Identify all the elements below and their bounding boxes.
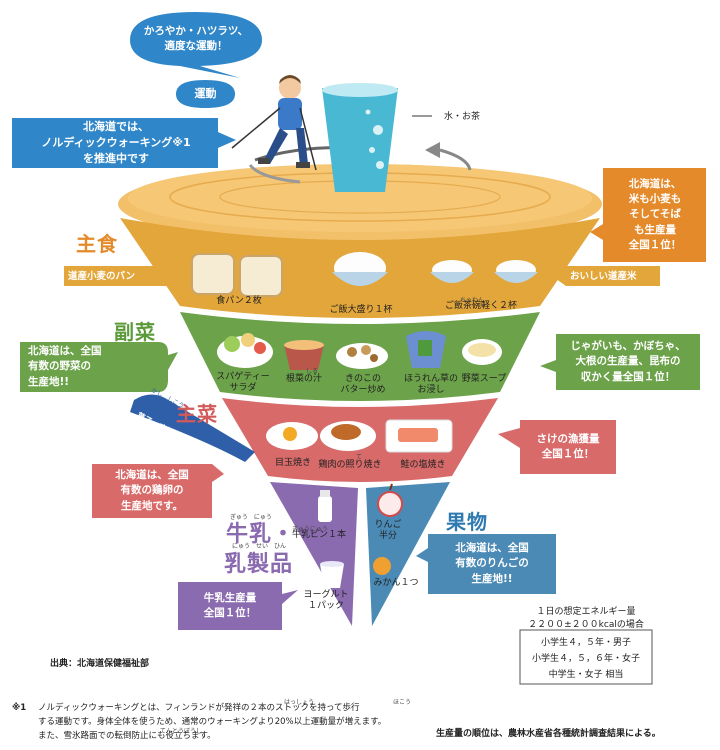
soup-ruby: しる [306, 368, 319, 375]
root-soup-label: 根菜の汁 [285, 374, 322, 384]
staple-title: 主食 [76, 232, 118, 256]
wheat-bread-tag [64, 266, 184, 286]
bubble [369, 147, 375, 153]
teriyaki-chicken-illustration [320, 421, 376, 451]
mushroom-label: きのこの バター炒め [340, 374, 386, 396]
vegetable-soup-illustration [462, 339, 502, 365]
fruit-callout-text: 北海道は、全国 有数のりんごの 生産地!! [455, 542, 529, 585]
staple-callout-text: 北海道は、 米も小麦も そしてそば も生産量 全国１位！ [628, 177, 682, 251]
hokkaido-rice-tag [552, 266, 660, 286]
fruit-section [366, 482, 450, 626]
energy-row-1: 小学生４，５年・男子 [540, 638, 631, 648]
footnote-line-2: する運動です。身体全体を使うため、通常のウォーキングより20%以上運動量が増えま… [38, 717, 387, 727]
top-disk-surface [128, 164, 592, 232]
milk-ruby: ぎゅうにゅう [292, 526, 328, 533]
dairy-title-2: 乳製品 [224, 552, 294, 577]
energy-line-2: ２２００±２００kcalの場合 [528, 620, 644, 630]
top-bubble-text: かろやか・ハツラツ、 適度な運動！ [143, 24, 249, 52]
side-left-callout-text: 北海道は、全国 有数の野菜の 生産地!! [28, 345, 102, 388]
salad-label: スパゲティー サラダ [216, 372, 270, 394]
rice-large-illustration [332, 252, 388, 286]
main-left-callout-text: 北海道は、全国 有数の鶏卵の 生産地です。 [115, 469, 189, 512]
rotation-arrow [439, 148, 472, 171]
yogurt-label: ヨーグルト １パック [303, 590, 349, 612]
root-soup-illustration [284, 340, 324, 370]
rotation-arrow-front [248, 163, 301, 184]
water-label: 水・お茶 [444, 112, 481, 122]
nordic-box [12, 118, 236, 168]
dairy-callout [178, 582, 298, 630]
salmon-label: 鮭の塩焼き [400, 460, 446, 470]
mandarin-label: みかん１つ [373, 578, 419, 588]
dairy-ruby-2: にゅう せい ひん [232, 543, 287, 550]
main-left-callout [92, 464, 224, 518]
arrow-head [425, 142, 440, 158]
mushroom-butter-illustration [336, 343, 388, 369]
teriyaki-label: 鶏肉の照り焼き [318, 460, 382, 470]
apple-label: りんご 半分 [374, 520, 402, 542]
footnote-line-3: また、雪氷路面での転倒防止にも役立ちます。 [38, 731, 216, 741]
teriyaki-ruby: て [356, 454, 363, 461]
side-right-callout-text: じゃがいも、かぼちゃ、 大根の生産量、昆布の 収かく量全国１位！ [570, 340, 686, 383]
dairy-callout-text: 牛乳生産量 全国１位！ [203, 591, 257, 619]
rice-two-bowls-illustration [430, 260, 538, 283]
rice-large-label: ご飯大盛り１杯 [329, 305, 393, 315]
side-title: 副菜 [114, 320, 156, 344]
fried-egg-illustration [266, 422, 318, 450]
yogurt-illustration [320, 561, 344, 588]
energy-row-3: 中学生・女子 相当 [548, 670, 624, 680]
footnote-line-1: ノルディックウォーキングとは、フィンランドが発祥の２本のストックを持って歩行 [38, 703, 360, 713]
energy-box [519, 629, 653, 685]
source-note: 出典：北海道保健福祉部 [50, 659, 150, 669]
mandarin-illustration [373, 557, 391, 575]
bubble [365, 109, 371, 115]
exercise-bubble [176, 80, 235, 108]
wheat-bread-tag-text: 道産小麦のパン [68, 271, 135, 282]
side-left-callout [20, 342, 178, 392]
footnote-ruby-1: はっしょう [284, 699, 315, 706]
hokkaido-rice-tag-text: おいしい道産米 [570, 271, 637, 282]
energy-row-2: 小学生４，５，６年・女子 [531, 654, 640, 664]
production-note: 生産量の順位は、農林水産省各種統計調査結果による。 [436, 729, 661, 739]
footnote-mark: ※1 [12, 703, 27, 713]
dairy-title-1: 牛乳・ [226, 522, 296, 547]
bubble [373, 125, 383, 135]
salad-illustration [217, 333, 273, 368]
grilled-salmon-illustration [385, 419, 453, 453]
fruit-callout [416, 534, 556, 594]
fried-egg-label: 目玉焼き [274, 458, 311, 468]
dairy-ruby-1: ぎゅう にゅう [230, 514, 272, 521]
footnote-ruby-3: てんとうぼうし [160, 728, 203, 735]
glass-rim [322, 83, 398, 97]
apple-illustration [377, 483, 403, 517]
rice-bowls-label: ご飯茶碗軽く２杯 [444, 301, 517, 311]
bowl-ruby: ちゃわん [460, 297, 485, 304]
main-right-callout-text: さけの漁獲量 全国１位！ [536, 432, 600, 460]
water-glass [322, 88, 398, 192]
energy-line-1: １日の想定エネルギー量 [536, 607, 636, 617]
spinach-illustration [406, 331, 446, 368]
spinach-label: ほうれん草の お浸し [403, 374, 458, 396]
footnote-ruby-2: ほこう [393, 699, 412, 706]
side-right-callout [540, 334, 700, 390]
main-right-callout [498, 420, 616, 474]
dairy-section [270, 482, 358, 626]
milk-bottle-illustration [318, 490, 332, 522]
staple-callout [590, 168, 706, 262]
top-speech-bubble [130, 12, 262, 78]
fruit-title: 果物 [446, 510, 488, 534]
nordic-text: 北海道では、 ノルディックウォーキング※1 を推進中です [41, 120, 191, 165]
milk-label: 牛乳ビン１本 [291, 530, 346, 540]
bread-label: 食パン２枚 [216, 296, 262, 306]
sweets-ribbon [130, 394, 255, 462]
exercise-label: 運動 [194, 87, 217, 101]
walker-figure [231, 75, 317, 171]
bubble [376, 161, 384, 169]
main-title: 主菜 [176, 402, 218, 426]
veg-soup-label: 野菜スープ [461, 374, 507, 384]
bread-illustration [191, 253, 283, 297]
